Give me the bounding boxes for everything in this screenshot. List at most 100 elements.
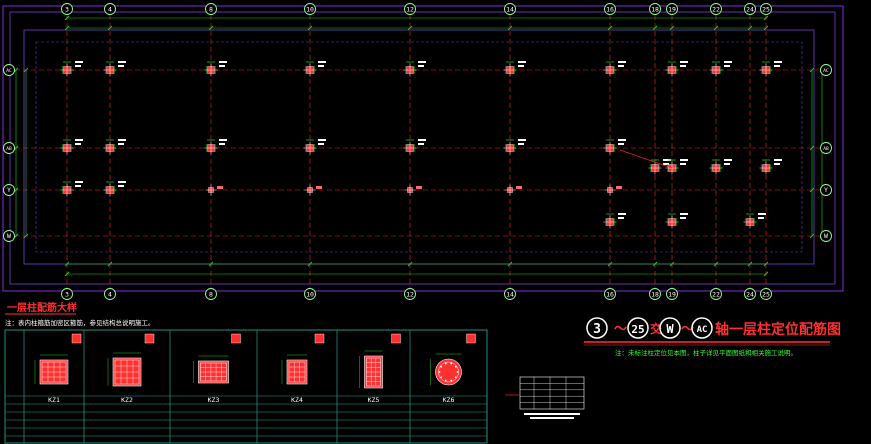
axis-bubble-label: Y (824, 186, 828, 194)
annotation-text-stub (680, 163, 686, 165)
axis-bubble (760, 3, 772, 15)
title-suffix: 轴一层柱定位配筋图 (715, 321, 841, 338)
axis-bubble-label: Y (7, 186, 11, 194)
dimension-tick (669, 261, 675, 267)
dimension-tick (64, 261, 70, 267)
title-sep1: ～ (614, 322, 627, 337)
title-bubble-from (586, 317, 608, 339)
column-markers (60, 61, 782, 229)
axis-bubble-label: 4 (108, 6, 112, 14)
mini-box-border (519, 376, 585, 410)
column (403, 141, 417, 155)
axis-bubble-label: 12 (406, 291, 414, 299)
annotation-text-stub (75, 61, 83, 63)
annotation-text-stub (758, 217, 764, 219)
axis-bubble (760, 288, 772, 300)
axis-bubble-label: 3 (65, 6, 69, 14)
title-bubble-from2-label: W (666, 322, 674, 336)
column-annotation (104, 181, 114, 194)
annotation-text-stub (118, 143, 124, 145)
dimension-tick (64, 15, 70, 21)
axis-bubble (820, 184, 832, 196)
column (759, 161, 773, 175)
column-annotation (744, 213, 754, 226)
column-annotation (205, 61, 215, 74)
annotation-text-stub (418, 139, 426, 141)
column-annotation (304, 61, 314, 74)
column (60, 63, 74, 77)
column (759, 63, 773, 77)
column (648, 161, 662, 175)
column (665, 215, 679, 229)
axis-bubble (304, 288, 316, 300)
column-annotation (604, 139, 614, 152)
dimension-tick (809, 145, 815, 151)
axis-bubble (104, 3, 116, 15)
annotation-text-stub (680, 159, 688, 161)
dimension-tick (23, 67, 29, 73)
axis-bubble-label: 3 (65, 291, 69, 299)
column-annotation (104, 139, 114, 152)
dimension-tick (809, 187, 815, 193)
dimension-tick (713, 25, 719, 31)
column-type-label: KZ5 (368, 396, 380, 404)
column (604, 184, 616, 196)
title-bubble-to2-label: AC (697, 325, 708, 335)
column (103, 183, 117, 197)
slab-outline (35, 41, 803, 253)
column-section-detail (193, 333, 241, 384)
column (60, 141, 74, 155)
annotation-text-stub (663, 159, 671, 161)
axis-bubble (710, 3, 722, 15)
column-annotation (666, 61, 676, 74)
axis-bubble-label: 16 (606, 291, 614, 299)
column (504, 184, 516, 196)
column (709, 161, 723, 175)
dimension-tick (652, 25, 658, 31)
column (603, 141, 617, 155)
column-annotation (205, 139, 215, 152)
column (103, 141, 117, 155)
axis-bubble (404, 288, 416, 300)
annotation-text-stub (663, 163, 669, 165)
axis-bubble-label: 18 (651, 6, 659, 14)
annotation-text-stub (618, 143, 624, 145)
annotation-text-stub (118, 61, 126, 63)
section-thumbnail (466, 333, 476, 344)
dimension-tick (763, 15, 769, 21)
column (404, 184, 416, 196)
dimension-tick (607, 25, 613, 31)
title-bubble-from2 (659, 317, 681, 339)
title-bubble-to-label: 25 (631, 323, 644, 336)
axis-bubble-label: 19 (668, 6, 676, 14)
legend-note: 注：表内柱箍筋加密区箍筋，参见结构总说明施工。 (5, 318, 155, 327)
column-type-label: KZ1 (48, 396, 60, 404)
axis-bubble (649, 3, 661, 15)
section-thumbnail (314, 333, 325, 344)
annotation-text-stub (318, 65, 324, 67)
mini-caption-stub (524, 413, 580, 415)
annotation-text-stub (618, 65, 624, 67)
column (603, 215, 617, 229)
column-annotation (61, 181, 71, 194)
column (204, 63, 218, 77)
column-annotation (760, 159, 770, 172)
section-concrete-round (435, 358, 462, 386)
dimension-tick (763, 271, 769, 277)
axis-bubble (820, 230, 832, 242)
axis-bubbles: 3344881010121214141616181819192222242425… (3, 3, 832, 300)
column-tag (516, 186, 522, 189)
annotation-text-stub (518, 65, 524, 67)
axis-bubble-label: 8 (209, 291, 213, 299)
annotation-text-stub (219, 65, 225, 67)
axis-bubble (666, 288, 678, 300)
dimension-tick (307, 261, 313, 267)
axis-bubble (649, 288, 661, 300)
axis-bubble-label: W (824, 232, 828, 240)
dimension-tick (747, 261, 753, 267)
annotation-text-stub (75, 185, 81, 187)
section-bar (440, 376, 443, 379)
annotation-text-stub (318, 139, 326, 141)
annotation-text-stub (75, 143, 81, 145)
